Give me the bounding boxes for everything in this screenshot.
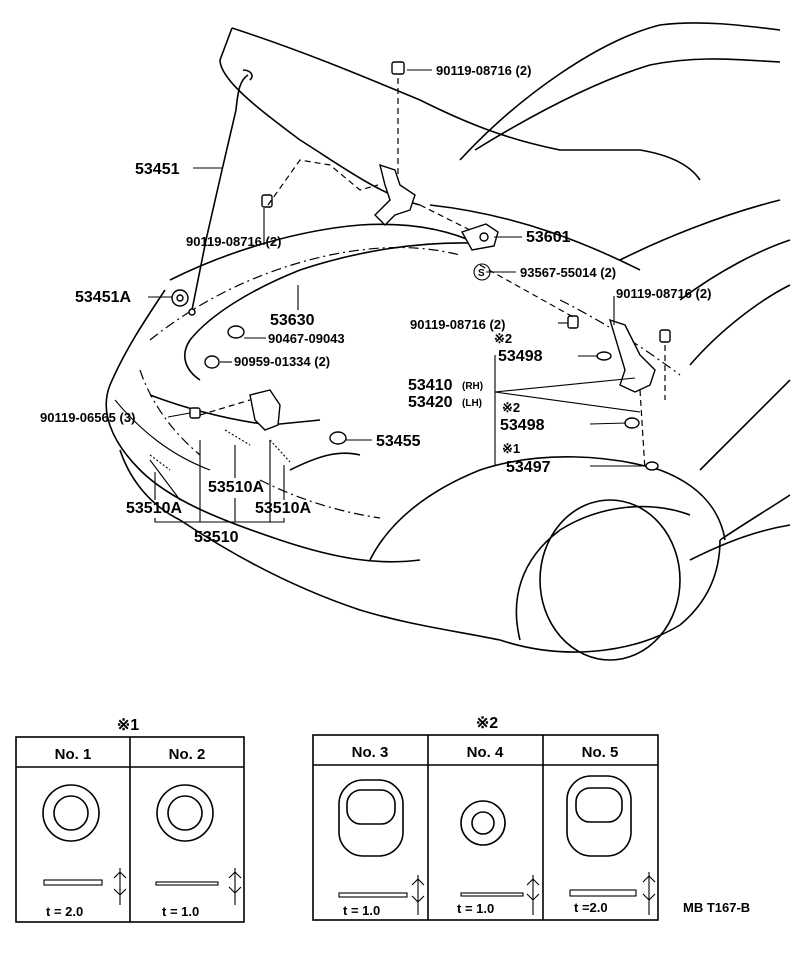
note-2-a: ※2 [494, 331, 512, 346]
hood-support-rod [188, 69, 253, 316]
springs [149, 429, 291, 471]
table2-col1-head: No. 3 [352, 744, 389, 761]
svg-text:(LH): (LH) [462, 398, 482, 409]
label-90119-08716-top: 90119-08716 (2) [436, 63, 531, 78]
label-93567-55014: 93567-55014 (2) [520, 265, 616, 280]
table1-col1-head: No. 1 [55, 746, 92, 763]
washer-table-1: ※1 No. 1 No. 2 t = 2.0 t = 1.0 [15, 717, 245, 923]
label-53451a: 53451A [75, 289, 131, 306]
hood-lock [460, 223, 499, 251]
table2-col1-thickness: t = 1.0 [343, 903, 380, 918]
table1-title: ※1 [117, 717, 139, 734]
label-53510a-left: 53510A [126, 500, 182, 517]
car-body-outline [105, 22, 791, 661]
hood-hinge-right [608, 318, 656, 393]
table2-col3-head: No. 5 [582, 744, 619, 761]
bolts [189, 61, 671, 445]
label-53451: 53451 [135, 161, 180, 178]
svg-text:S: S [478, 268, 485, 279]
label-90119-08716-left: 90119-08716 (2) [186, 234, 281, 249]
lock-striker [249, 389, 281, 431]
label-53601: 53601 [526, 229, 571, 246]
table2-col2-thickness: t = 1.0 [457, 901, 494, 916]
table1-col2-thickness: t = 1.0 [162, 904, 199, 919]
label-90119-06565: 90119-06565 (3) [40, 410, 135, 425]
label-53498-b: 53498 [500, 417, 545, 434]
leader-lines [148, 69, 646, 523]
label-53510: 53510 [194, 529, 239, 546]
washer-table-2: ※2 No. 3 No. 4 No. 5 t = 1.0 t = 1.0 t =… [312, 715, 659, 921]
label-53420: 53420 [408, 394, 453, 411]
table1-col2-head: No. 2 [169, 746, 206, 763]
diagram-code: MB T167-B [683, 900, 750, 915]
table2-col2-head: No. 4 [467, 744, 504, 761]
part-labels: 53451 53451A 90119-08716 (2) 90119-08716… [40, 63, 711, 546]
label-90119-08716-right: 90119-08716 (2) [616, 286, 711, 301]
label-53498-a: 53498 [498, 348, 543, 365]
hood-lock-cable [184, 242, 471, 381]
label-53630: 53630 [270, 312, 315, 329]
label-90119-08716-mid: 90119-08716 (2) [410, 317, 505, 332]
table2-title: ※2 [476, 715, 498, 732]
note-2-b: ※2 [502, 400, 520, 415]
label-53510a-right: 53510A [255, 500, 311, 517]
assembly-lines [199, 78, 666, 471]
table1-col1-thickness: t = 2.0 [46, 904, 83, 919]
label-53510a-mid: 53510A [208, 479, 264, 496]
label-90959-01334: 90959-01334 (2) [234, 354, 330, 369]
s-mark: S [473, 263, 491, 281]
label-53410: 53410 [408, 377, 453, 394]
svg-text:(RH): (RH) [462, 381, 483, 392]
label-90467-09043: 90467-09043 [268, 331, 345, 346]
note-1-a: ※1 [502, 441, 520, 456]
hood-hinge-upper [374, 163, 416, 226]
rod-grommet [171, 289, 189, 307]
label-53497: 53497 [506, 459, 551, 476]
label-53455: 53455 [376, 433, 421, 450]
table2-col3-thickness: t =2.0 [574, 900, 608, 915]
cushions [596, 351, 659, 471]
